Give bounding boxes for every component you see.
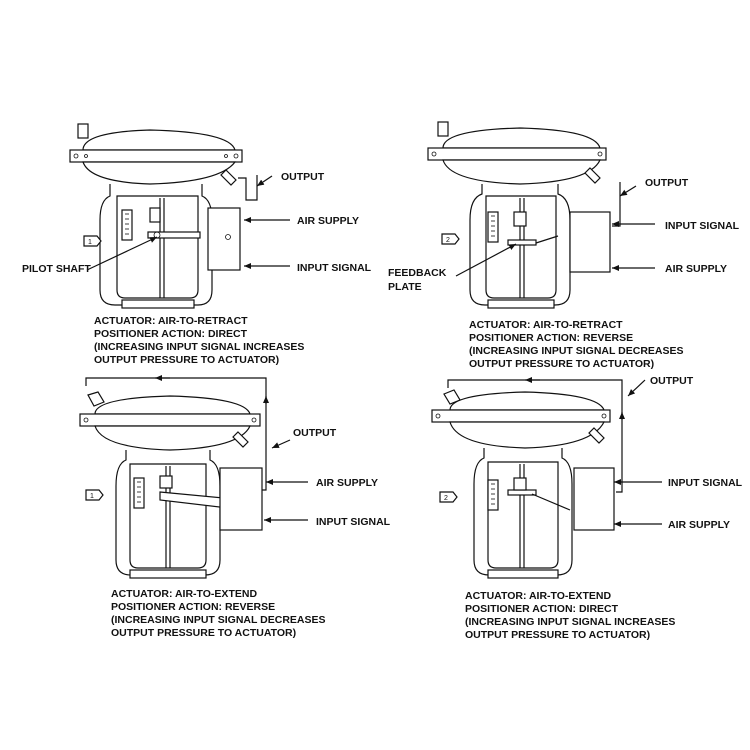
feedback-plate-label-line-1: FEEDBACK bbox=[388, 267, 447, 279]
tag-marker-3 bbox=[85, 489, 104, 501]
caption-2-line-2: POSITIONER ACTION: REVERSE bbox=[469, 332, 633, 344]
tag-marker-1 bbox=[83, 235, 102, 247]
output-line-4 bbox=[447, 379, 623, 493]
feedback-plate-label-line-2: PLATE bbox=[388, 281, 422, 293]
output-line-3 bbox=[85, 377, 267, 491]
caption-2-line-4: OUTPUT PRESSURE TO ACTUATOR) bbox=[469, 358, 654, 370]
output-line-2 bbox=[612, 182, 621, 227]
tag-marker-2 bbox=[441, 233, 460, 245]
caption-3-line-3: (INCREASING INPUT SIGNAL DECREASES bbox=[111, 614, 326, 626]
caption-3-line-4: OUTPUT PRESSURE TO ACTUATOR) bbox=[111, 627, 296, 639]
actuator-3 bbox=[79, 391, 263, 579]
panel-3: 1 OUTPUT AIR SUPPLY INPUT SIGNAL ACTUATO… bbox=[79, 375, 391, 639]
pilot-shaft-leader-1 bbox=[86, 236, 158, 271]
caption-1-line-4: OUTPUT PRESSURE TO ACTUATOR) bbox=[94, 354, 279, 366]
tag-marker-4 bbox=[439, 491, 458, 503]
pilot-shaft-label: PILOT SHAFT bbox=[22, 263, 91, 275]
caption-3-line-1: ACTUATOR: AIR-TO-EXTEND bbox=[111, 588, 257, 600]
air-supply-label-1: AIR SUPPLY bbox=[297, 215, 359, 227]
input-signal-label-2: INPUT SIGNAL bbox=[665, 220, 740, 232]
output-label-1: OUTPUT bbox=[281, 171, 325, 183]
air-supply-label-4: AIR SUPPLY bbox=[668, 519, 730, 531]
caption-1-line-3: (INCREASING INPUT SIGNAL INCREASES bbox=[94, 341, 304, 353]
caption-4-line-3: (INCREASING INPUT SIGNAL INCREASES bbox=[465, 616, 675, 628]
tag-label-1: 1 bbox=[88, 239, 92, 246]
output-label-3: OUTPUT bbox=[293, 427, 337, 439]
air-supply-label-2: AIR SUPPLY bbox=[665, 263, 727, 275]
panel-2: 2 OUTPUT INPUT SIGNAL AIR SUPPLY FEEDBAC… bbox=[388, 121, 740, 370]
caption-4-line-1: ACTUATOR: AIR-TO-EXTEND bbox=[465, 590, 611, 602]
feedback-plate-leader bbox=[455, 243, 517, 277]
caption-3-line-2: POSITIONER ACTION: REVERSE bbox=[111, 601, 275, 613]
caption-2-line-1: ACTUATOR: AIR-TO-RETRACT bbox=[469, 319, 623, 331]
panel-4: 2 OUTPUT INPUT SIGNAL AIR SUPPLY ACTUATO… bbox=[431, 375, 743, 641]
input-signal-label-3: INPUT SIGNAL bbox=[316, 516, 391, 528]
actuator-4 bbox=[431, 389, 615, 579]
input-signal-label-1: INPUT SIGNAL bbox=[297, 262, 372, 274]
caption-1-line-2: POSITIONER ACTION: DIRECT bbox=[94, 328, 248, 340]
tag-label-2: 2 bbox=[446, 237, 450, 244]
tag-label-4: 2 bbox=[444, 495, 448, 502]
caption-1-line-1: ACTUATOR: AIR-TO-RETRACT bbox=[94, 315, 248, 327]
actuator-2 bbox=[427, 121, 611, 309]
caption-4-line-4: OUTPUT PRESSURE TO ACTUATOR) bbox=[465, 629, 650, 641]
air-supply-label-3: AIR SUPPLY bbox=[316, 477, 378, 489]
panel-1: 1 OUTPUT AIR SUPPLY INPUT SIGNAL PILOT S… bbox=[22, 123, 372, 366]
input-signal-label-4: INPUT SIGNAL bbox=[668, 477, 743, 489]
caption-2-line-3: (INCREASING INPUT SIGNAL DECREASES bbox=[469, 345, 684, 357]
output-line-1 bbox=[238, 175, 258, 201]
tag-label-3: 1 bbox=[90, 493, 94, 500]
output-label-2: OUTPUT bbox=[645, 177, 689, 189]
caption-4-line-2: POSITIONER ACTION: DIRECT bbox=[465, 603, 619, 615]
output-label-4: OUTPUT bbox=[650, 375, 694, 387]
actuator-1 bbox=[69, 123, 243, 309]
